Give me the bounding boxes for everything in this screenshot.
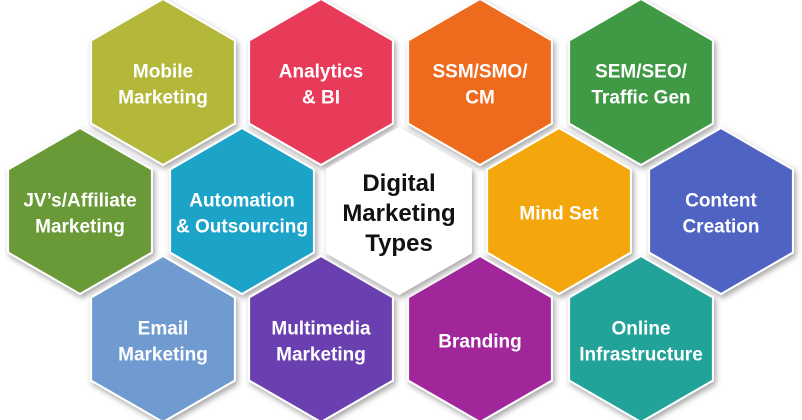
hexagon-shape-mind-set xyxy=(486,126,632,296)
center-title-line: Types xyxy=(365,230,433,257)
hexagon-shape-mobile-marketing xyxy=(90,0,236,167)
hexagon-label-jvs-affiliate-marketing-line: JV’s/Affiliate xyxy=(23,191,136,212)
hexagon-label-sem-seo-traffic-gen-line: Traffic Gen xyxy=(591,88,690,109)
hexagon-label-mobile-marketing-line: Mobile xyxy=(133,62,193,83)
hexagon-label-ssm-smo-cm-line: SSM/SMO/ xyxy=(432,62,528,83)
hexagon-shape-automation-outsourcing xyxy=(169,126,315,296)
hexagon-ssm-smo-cm: SSM/SMO/CM xyxy=(407,0,553,167)
hexagon-label-jvs-affiliate-marketing-line: Marketing xyxy=(35,217,125,238)
hexagon-sem-seo-traffic-gen: SEM/SEO/Traffic Gen xyxy=(568,0,714,167)
hexagon-label-sem-seo-traffic-gen-line: SEM/SEO/ xyxy=(595,62,688,83)
hexagon-shape-online-infrastructure xyxy=(568,254,714,420)
hexagon-shape-jvs-affiliate-marketing xyxy=(7,126,153,296)
hexagon-branding: Branding xyxy=(407,254,553,420)
hexagon-label-automation-outsourcing-line: & Outsourcing xyxy=(176,217,308,238)
hexagon-label-analytics-bi-line: & BI xyxy=(302,88,340,109)
hexagon-label-multimedia-marketing-line: Multimedia xyxy=(271,319,371,340)
hexagon-label-online-infrastructure-line: Infrastructure xyxy=(579,345,703,366)
hexagon-label-multimedia-marketing-line: Marketing xyxy=(276,345,366,366)
hexagon-label-mobile-marketing-line: Marketing xyxy=(118,88,208,109)
hexagon-label-mind-set: Mind Set xyxy=(519,204,599,225)
hexagon-label-branding: Branding xyxy=(438,332,521,353)
hexagon-shape-email-marketing xyxy=(90,254,236,420)
hexagon-shape-content-creation xyxy=(648,126,794,296)
hexagon-label-analytics-bi: Analytics & BI xyxy=(279,62,363,109)
hexagon-label-branding-line: Branding xyxy=(438,332,521,353)
hexagon-mind-set: Mind Set xyxy=(486,126,632,296)
center-title-line: Digital xyxy=(362,170,435,197)
hexagon-shape-multimedia-marketing xyxy=(248,254,394,420)
center-hexagon-shape xyxy=(326,126,472,296)
hexagon-label-content-creation-line: Content xyxy=(685,191,757,212)
hexagon-analytics-bi: Analytics & BI xyxy=(248,0,394,167)
hexagon-label-email-marketing-line: Marketing xyxy=(118,345,208,366)
center-title-line: Marketing xyxy=(342,200,455,227)
hexagon-label-online-infrastructure-line: Online xyxy=(611,319,670,340)
hexagon-label-ssm-smo-cm-line: CM xyxy=(465,88,495,109)
hexagon-label-sem-seo-traffic-gen: SEM/SEO/Traffic Gen xyxy=(591,62,690,109)
hexagon-label-analytics-bi-line: Analytics xyxy=(279,62,363,83)
hexagon-automation-outsourcing: Automation & Outsourcing xyxy=(169,126,315,296)
hexagon-label-automation-outsourcing: Automation & Outsourcing xyxy=(176,191,308,238)
hexagon-label-mind-set-line: Mind Set xyxy=(519,204,599,225)
hexagon-shape-analytics-bi xyxy=(248,0,394,167)
hexagon-label-automation-outsourcing-line: Automation xyxy=(189,191,295,212)
hexagon-shape-branding xyxy=(407,254,553,420)
hexagon-shape-sem-seo-traffic-gen xyxy=(568,0,714,167)
hexagon-label-email-marketing-line: Email xyxy=(138,319,189,340)
hexagon-shape-ssm-smo-cm xyxy=(407,0,553,167)
hexagon-label-ssm-smo-cm: SSM/SMO/CM xyxy=(432,62,528,109)
hexagon-label-content-creation-line: Creation xyxy=(682,217,759,238)
